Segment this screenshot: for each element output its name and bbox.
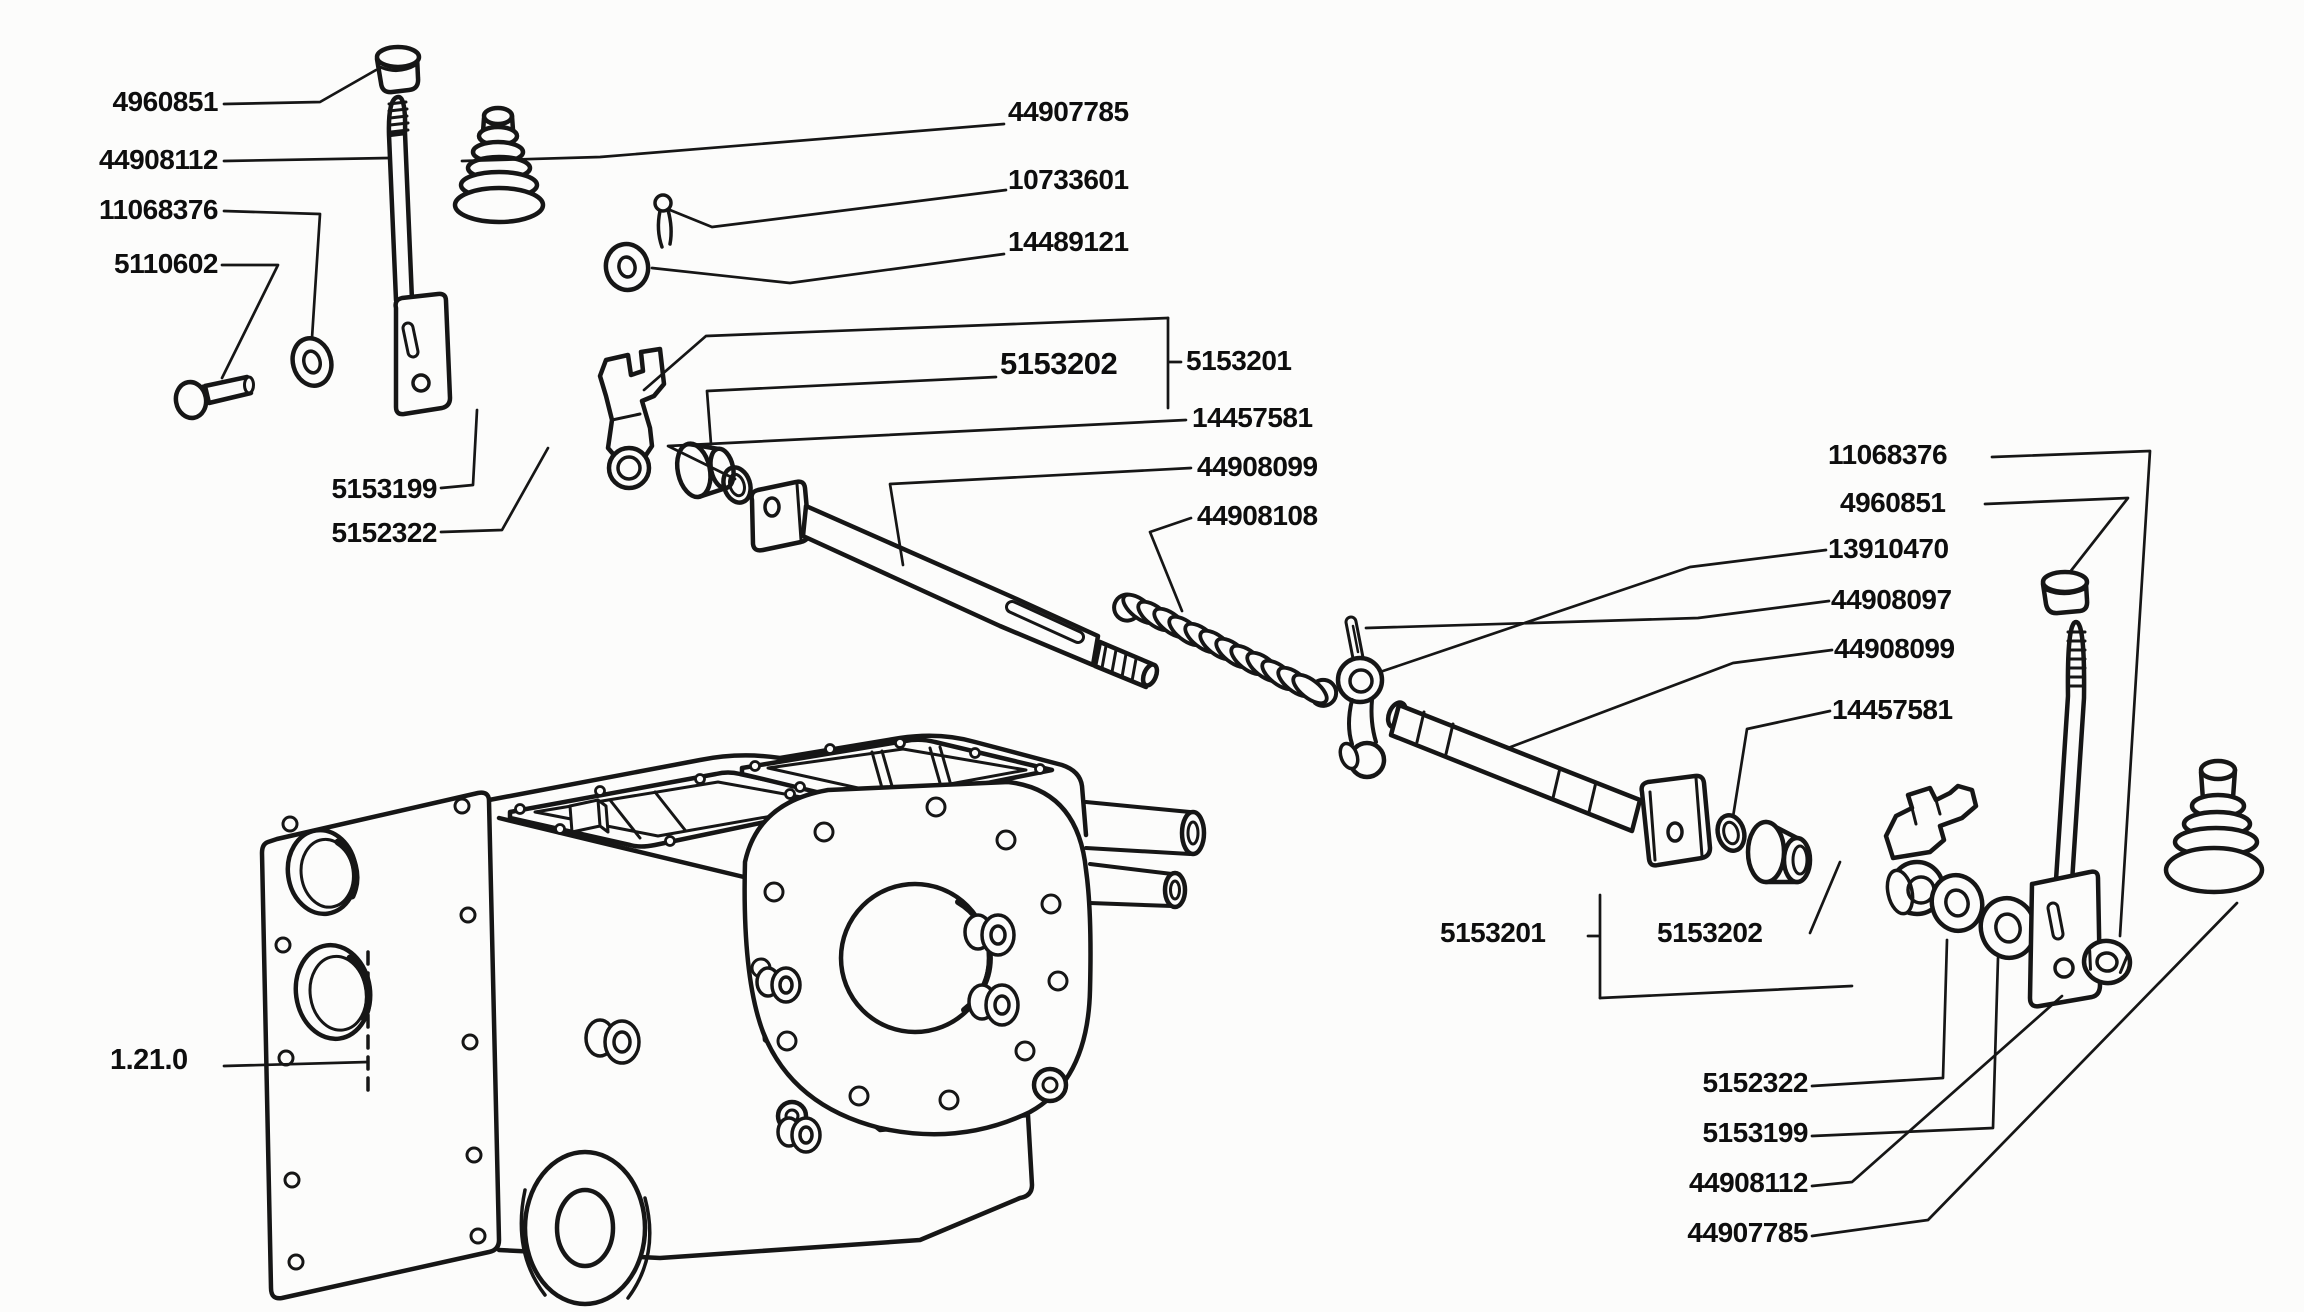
seal-washer-right-1 (1929, 872, 1985, 934)
part-label-44908108: 44908108 (1197, 500, 1318, 531)
shift-rod-rear (1385, 700, 1713, 868)
tension-spring (1112, 592, 1339, 708)
part-label-5153201: 5153201 (1440, 917, 1546, 948)
part-label-4960851: 4960851 (112, 86, 218, 117)
part-label-5153201: 5153201 (1186, 345, 1292, 376)
part-label-4960851: 4960851 (1840, 487, 1946, 518)
part-label-44908099: 44908099 (1197, 451, 1318, 482)
washer-14489121 (603, 241, 651, 293)
part-label-44908112: 44908112 (1688, 1167, 1809, 1198)
knob-right (2040, 569, 2090, 616)
knob-left (374, 44, 422, 95)
pin-44908097 (1344, 615, 1365, 665)
link-13910470 (1335, 655, 1387, 780)
shift-rod-front (749, 479, 1160, 690)
part-label-11068376: 11068376 (98, 194, 219, 225)
o-ring-right (1715, 813, 1747, 853)
part-label-5153199: 5153199 (1702, 1117, 1808, 1148)
gear-lever-right (2027, 569, 2133, 1009)
part-label-14489121: 14489121 (1008, 226, 1129, 257)
part-label-5153202: 5153202 (1657, 917, 1763, 948)
bolt-5110602 (173, 374, 255, 421)
fork-lever-left (597, 346, 667, 491)
part-label-5153199: 5153199 (331, 473, 437, 504)
leader-lines (220, 68, 2239, 1238)
rubber-boot-right (2163, 758, 2265, 895)
part-label-10733601: 10733601 (1008, 164, 1129, 195)
part-label-5152322: 5152322 (331, 517, 437, 548)
part-label-13910470: 13910470 (1828, 533, 1949, 564)
transmission-housing (259, 733, 1207, 1307)
o-ring-left (721, 465, 753, 505)
part-label-44908112: 44908112 (98, 144, 219, 175)
gear-lever-left (173, 44, 453, 421)
part-label-5110602: 5110602 (114, 248, 218, 279)
rubber-boot-left (452, 105, 546, 225)
part-label-14457581: 14457581 (1832, 694, 1953, 725)
bushing-right (1745, 819, 1813, 885)
part-label-44907785: 44907785 (1687, 1217, 1808, 1248)
part-label-11068376: 11068376 (1828, 439, 1948, 470)
part-label-44908097: 44908097 (1831, 584, 1952, 615)
cotter-pin (653, 193, 673, 249)
seal-washer-right-2 (1978, 895, 2038, 961)
part-label-5153202: 5153202 (1000, 346, 1118, 381)
part-label-5152322: 5152322 (1702, 1067, 1808, 1098)
lever-rod-left (386, 94, 453, 417)
lever-rod-right (2027, 619, 2103, 1009)
nut-right (2081, 938, 2133, 986)
figure-reference: 1.21.0 (110, 1044, 188, 1076)
part-label-44908099: 44908099 (1834, 633, 1955, 664)
washer-left (290, 336, 334, 388)
part-label-44907785: 44907785 (1008, 96, 1129, 127)
part-label-14457581: 14457581 (1192, 402, 1313, 433)
